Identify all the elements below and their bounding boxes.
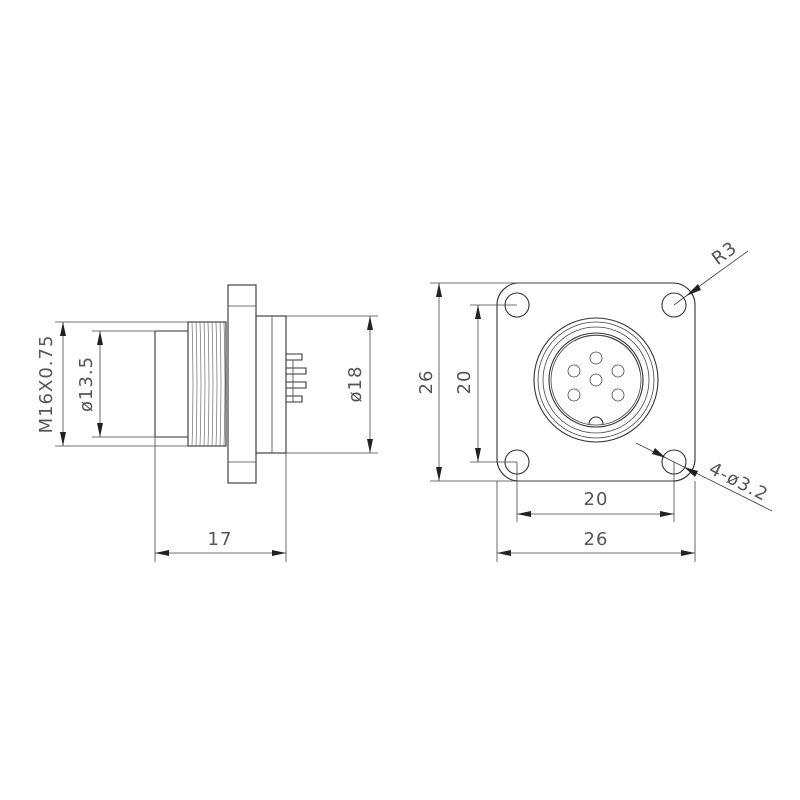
contact-pin: [567, 388, 581, 402]
thread-dimension: M16X0.75: [36, 321, 188, 447]
plug-body: [154, 330, 188, 438]
front-view: 26 20 20 26: [416, 237, 773, 562]
inner-diameter-dimension: ø13.5: [76, 330, 155, 438]
thread-line: [195, 321, 198, 447]
hole-width-dimension: 20: [516, 462, 675, 522]
radius-label: R3: [708, 237, 741, 269]
holes-leader: 4-ø3.2: [635, 442, 773, 512]
side-view: M16X0.75 ø13.5 ø18 17: [36, 284, 378, 562]
overall-width-label: 26: [584, 529, 609, 550]
flange: [227, 284, 257, 484]
outer-diameter-label: ø18: [345, 366, 366, 403]
flange-plate: [496, 282, 696, 482]
rear-body: [255, 315, 287, 454]
overall-height-dimension: 26: [416, 282, 560, 482]
hole-height-label: 20: [454, 370, 475, 395]
contact-pins: [567, 351, 625, 402]
contact-pin: [611, 388, 625, 402]
thread-line: [215, 321, 218, 447]
thread-label: M16X0.75: [36, 335, 57, 434]
length-label: 17: [208, 529, 233, 550]
threaded-section: [187, 321, 227, 447]
hole-height-dimension: 20: [454, 304, 517, 463]
thread-line: [207, 321, 210, 447]
contact-pin: [589, 351, 603, 365]
thread-line: [191, 321, 194, 447]
radius-leader: R3: [673, 237, 749, 306]
thread-line: [199, 321, 202, 447]
holes-label: 4-ø3.2: [705, 458, 771, 506]
contact-pin: [611, 364, 625, 378]
key-notch: [588, 416, 604, 425]
contact-pin: [589, 373, 603, 387]
outer-diameter-dimension: ø18: [286, 315, 378, 454]
mounting-hole: [661, 292, 687, 318]
solder-pins: [286, 353, 307, 403]
thread-line: [219, 321, 222, 447]
inner-diameter-label: ø13.5: [76, 356, 97, 412]
contact-pin: [567, 364, 581, 378]
length-dimension: 17: [154, 437, 287, 562]
connector-face: [533, 317, 659, 443]
thread-line: [223, 321, 226, 447]
thread-line: [203, 321, 206, 447]
overall-height-label: 26: [416, 370, 437, 395]
mounting-holes: [504, 292, 687, 475]
thread-line: [211, 321, 214, 447]
overall-width-dimension: 26: [496, 481, 696, 562]
hole-width-label: 20: [584, 489, 609, 510]
